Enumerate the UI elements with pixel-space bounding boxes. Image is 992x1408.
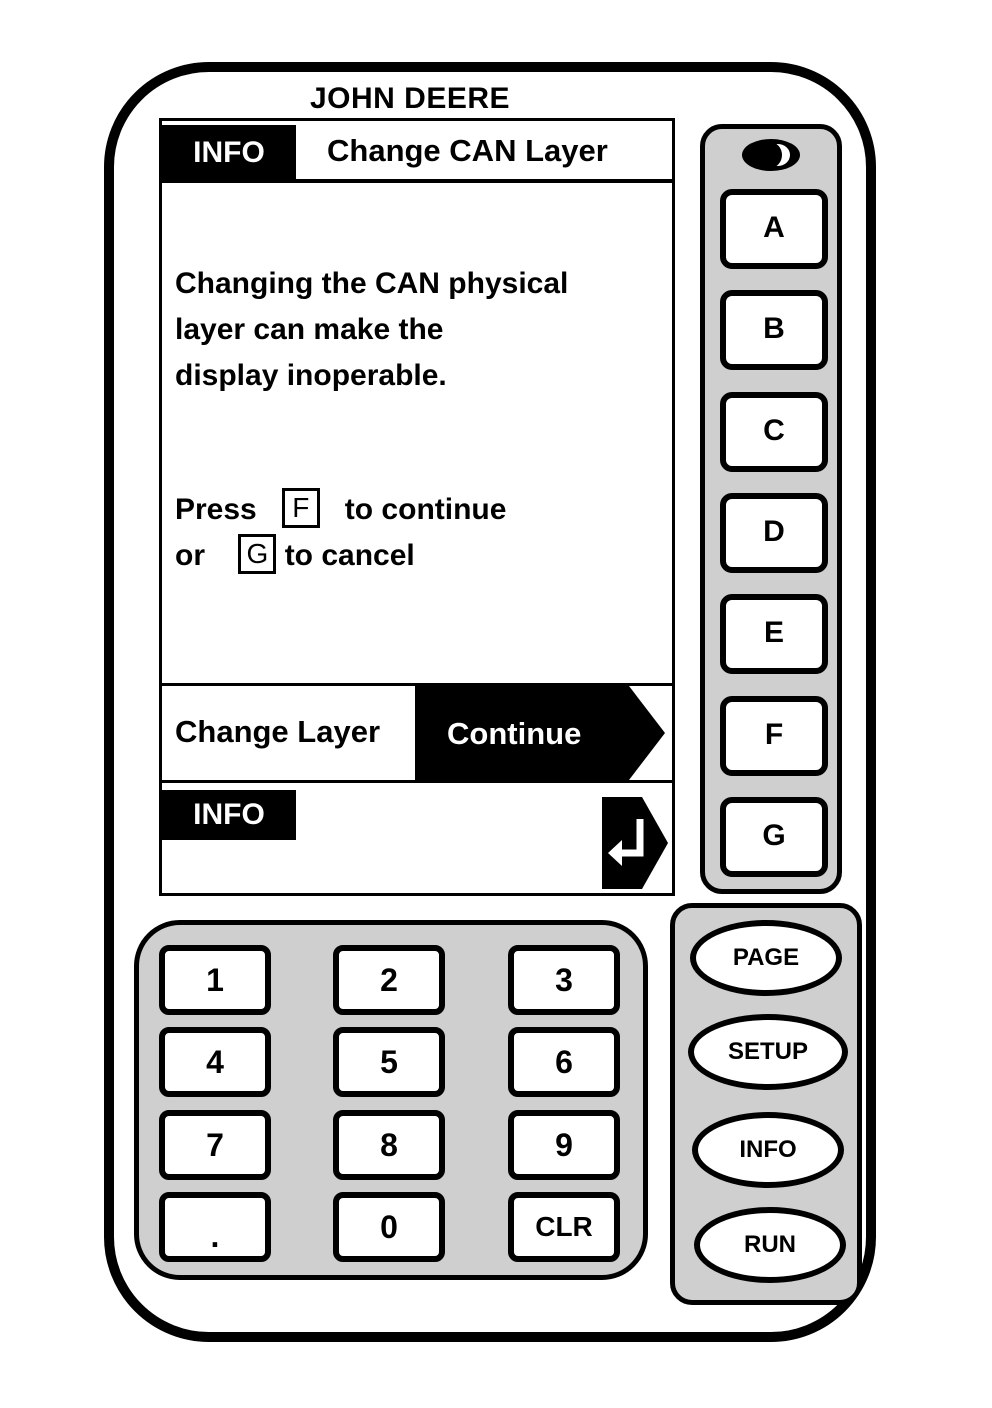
side-key-a[interactable]: A: [720, 189, 828, 269]
instruction-continue: Press F to continue: [175, 487, 506, 533]
key-8[interactable]: 8: [333, 1110, 445, 1180]
eye-indicator-icon: [742, 139, 800, 171]
side-key-d[interactable]: D: [720, 493, 828, 573]
softkey-label: Change Layer: [175, 714, 381, 749]
info-tag: INFO: [162, 125, 296, 179]
page-button[interactable]: PAGE: [690, 920, 842, 996]
display-screen: INFO Change CAN Layer Changing the CAN p…: [159, 118, 675, 896]
return-button[interactable]: [602, 797, 668, 889]
key-f-glyph: F: [281, 488, 320, 529]
key-7[interactable]: 7: [159, 1110, 271, 1180]
key-3[interactable]: 3: [508, 945, 620, 1015]
side-key-f[interactable]: F: [720, 696, 828, 776]
key-decimal[interactable]: .: [159, 1192, 271, 1262]
key-6[interactable]: 6: [508, 1027, 620, 1097]
key-5[interactable]: 5: [333, 1027, 445, 1097]
softkey-row: Change Layer Continue: [162, 683, 672, 783]
footer-info-tag: INFO: [162, 790, 296, 840]
continue-arrow-shape: [415, 686, 665, 780]
key-g-glyph: G: [238, 534, 277, 575]
instruction-suffix: to continue: [344, 493, 507, 526]
run-button[interactable]: RUN: [694, 1207, 846, 1283]
side-key-g[interactable]: G: [720, 797, 828, 877]
side-key-c[interactable]: C: [720, 392, 828, 472]
continue-button[interactable]: Continue: [415, 686, 665, 780]
brand-logo-text: JOHN DEERE: [310, 82, 511, 115]
key-1[interactable]: 1: [159, 945, 271, 1015]
page-title: Change CAN Layer: [327, 133, 608, 168]
key-4[interactable]: 4: [159, 1027, 271, 1097]
key-9[interactable]: 9: [508, 1110, 620, 1180]
setup-button[interactable]: SETUP: [688, 1014, 848, 1090]
key-clear[interactable]: CLR: [508, 1192, 620, 1262]
screen-title-bar: INFO Change CAN Layer: [162, 121, 672, 183]
side-key-e[interactable]: E: [720, 594, 828, 674]
return-arrow-icon: [602, 797, 668, 889]
key-2[interactable]: 2: [333, 945, 445, 1015]
key-0[interactable]: 0: [333, 1192, 445, 1262]
instruction-suffix: to cancel: [284, 539, 415, 572]
continue-label: Continue: [447, 716, 582, 751]
instruction-prefix: or: [175, 539, 205, 572]
side-key-b[interactable]: B: [720, 290, 828, 370]
instruction-prefix: Press: [175, 493, 257, 526]
warning-message: Changing the CAN physical layer can make…: [175, 267, 569, 392]
info-button[interactable]: INFO: [692, 1112, 844, 1188]
instruction-cancel: or G to cancel: [175, 533, 415, 579]
